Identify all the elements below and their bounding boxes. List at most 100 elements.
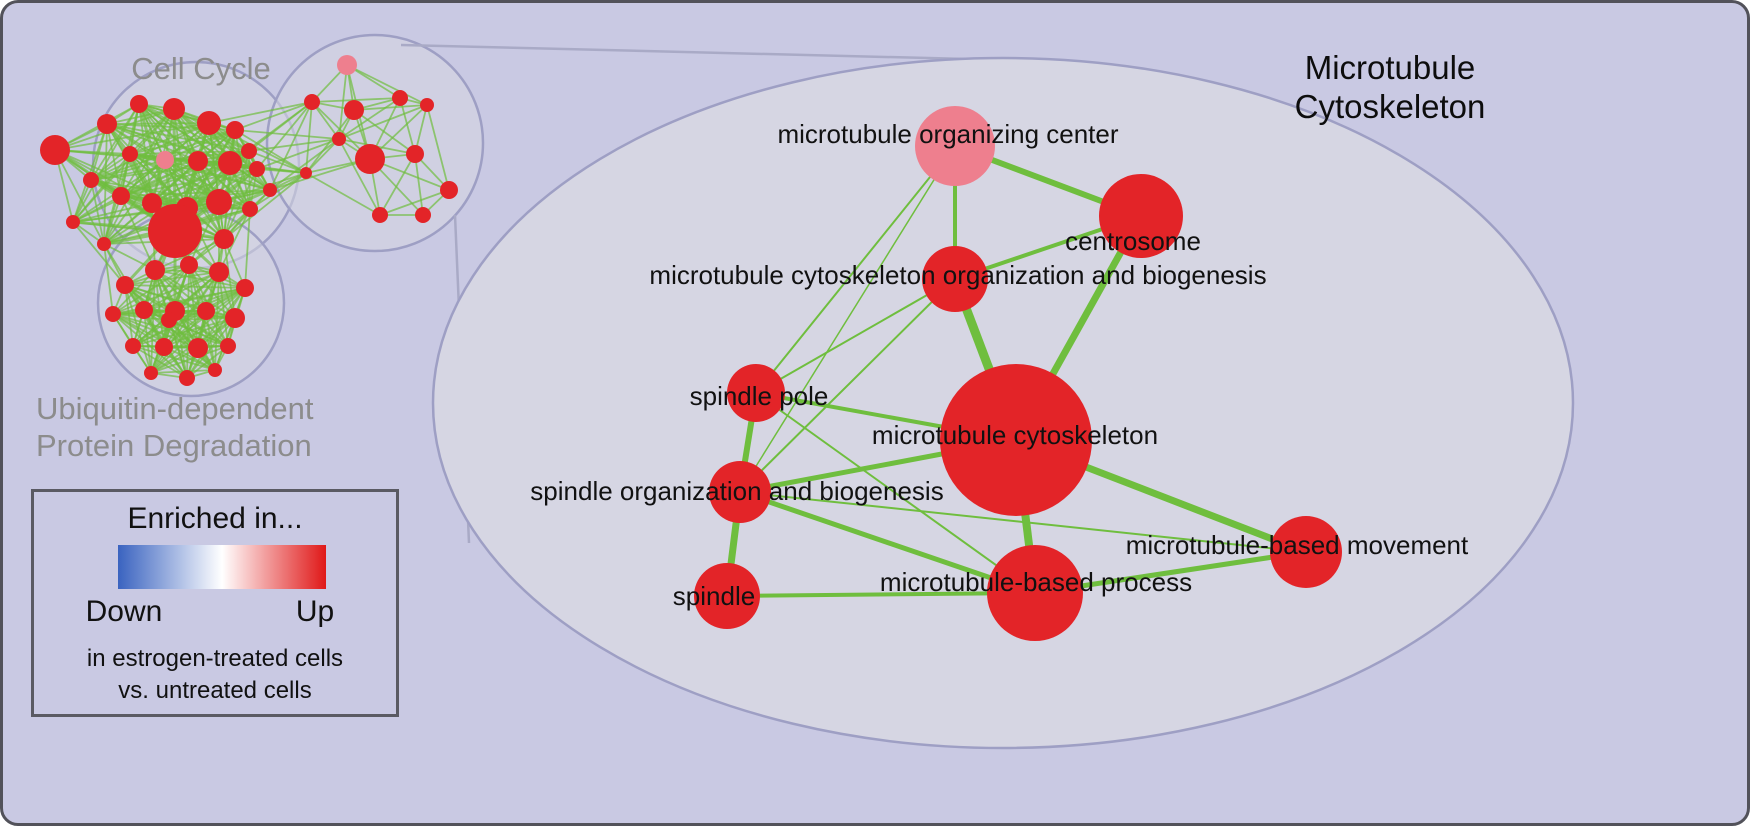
- overview-edge: [112, 313, 229, 347]
- node-spindle: [694, 563, 760, 629]
- overview-edge: [248, 138, 340, 152]
- overview-node: [197, 302, 215, 320]
- overview-edge: [143, 264, 190, 311]
- overview-node: [225, 308, 245, 328]
- microtubule-title-line2: Cytoskeleton: [1294, 88, 1486, 125]
- overview-edge: [208, 101, 313, 124]
- edge-spindle-mbp: [726, 591, 1036, 598]
- overview-edge: [168, 319, 229, 347]
- overview-node: [97, 114, 117, 134]
- overview-edge: [426, 104, 450, 191]
- network-svg: microtubule organizing centercentrosomem…: [40, 33, 1575, 750]
- overview-node: [236, 279, 254, 297]
- cell-cycle-cluster-label: Cell Cycle: [131, 51, 271, 86]
- overview-node: [226, 121, 244, 139]
- overview-edge: [90, 122, 210, 181]
- overview-edge: [218, 172, 307, 203]
- overview-node: [214, 229, 234, 249]
- overview-edge: [305, 101, 313, 174]
- overview-edge: [129, 129, 236, 155]
- edge-moc-spindle_pole: [755, 145, 956, 394]
- node-label-moc: microtubule organizing center: [777, 119, 1118, 149]
- edge-mcob-spindle_pole: [755, 278, 956, 394]
- overview-edge: [248, 101, 313, 152]
- overview-edge: [353, 109, 416, 155]
- overview-edge: [72, 202, 153, 223]
- overview-edge: [379, 153, 416, 216]
- legend-up-label: Up: [295, 595, 335, 628]
- overview-node: [40, 135, 70, 165]
- node-mbm: [1270, 516, 1342, 588]
- overview-edge: [305, 138, 340, 174]
- overview-node: [440, 181, 458, 199]
- ubiquitin-label-line1: Ubiquitin-dependent: [36, 391, 314, 426]
- overview-node: [372, 207, 388, 223]
- overview-node: [83, 172, 99, 188]
- overview-node: [220, 338, 236, 354]
- edge-moc-sob: [739, 145, 956, 493]
- overview-edge: [90, 108, 175, 181]
- overview-node: [130, 95, 148, 113]
- overview-edge: [353, 104, 428, 111]
- node-label-mbm: microtubule-based movement: [1126, 530, 1469, 560]
- overview-node: [156, 151, 174, 169]
- overview-edge: [174, 310, 188, 379]
- overview-node: [188, 151, 208, 171]
- overview-node: [209, 262, 229, 282]
- overview-node: [180, 256, 198, 274]
- overview-edge: [256, 138, 340, 170]
- node-mcob: [922, 246, 988, 312]
- overview-edge: [234, 101, 313, 131]
- overview-node: [263, 183, 277, 197]
- overview-edge: [112, 269, 156, 315]
- node-label-mbp: microtubule-based process: [880, 567, 1192, 597]
- overview-edge: [346, 64, 428, 106]
- overview-node: [155, 338, 173, 356]
- edge-spindle_pole-mbp: [755, 392, 1036, 594]
- node-spindle_pole: [727, 364, 785, 422]
- overview-edge: [414, 153, 424, 216]
- overview-node: [208, 363, 222, 377]
- overview-node: [249, 161, 265, 177]
- overview-edge: [151, 122, 210, 204]
- overview-node: [197, 111, 221, 135]
- node-mc: [940, 364, 1092, 516]
- overview-edge: [72, 103, 140, 223]
- node-centrosome: [1099, 174, 1183, 258]
- overview-edge: [103, 202, 153, 245]
- overview-edge: [132, 345, 188, 379]
- overview-edge: [90, 179, 105, 245]
- overview-edge: [218, 208, 251, 273]
- overview-node: [116, 276, 134, 294]
- overview-edge: [174, 287, 246, 312]
- overview-edge: [54, 149, 105, 245]
- zoom-connector-line: [400, 43, 1009, 62]
- overview-edge: [379, 189, 450, 216]
- edge-sob-mbp: [739, 489, 1036, 596]
- legend-box: Enriched in... Down Up in estrogen-treat…: [31, 489, 399, 717]
- legend-caption-line2: vs. untreated cells: [118, 677, 312, 704]
- overview-edge: [305, 109, 355, 174]
- node-moc: [915, 106, 995, 186]
- overview-node: [420, 98, 434, 112]
- overview-edge: [311, 97, 401, 103]
- node-label-mcob: microtubule cytoskeleton organization an…: [649, 260, 1266, 290]
- overview-edge: [151, 168, 258, 204]
- overview-edge: [72, 195, 122, 223]
- overview-edge: [205, 310, 216, 371]
- overview-edge: [132, 317, 236, 347]
- overview-edge: [72, 221, 126, 286]
- overview-edge: [90, 160, 199, 181]
- overview-edge: [168, 319, 188, 379]
- overview-edge: [249, 172, 307, 210]
- overview-edge: [234, 129, 340, 140]
- microtubule-cytoskeleton-title: Microtubule Cytoskeleton: [1265, 48, 1515, 126]
- overview-edge: [269, 138, 340, 191]
- overview-edge: [338, 138, 381, 216]
- microtubule-title-line1: Microtubule: [1304, 49, 1476, 86]
- overview-node: [148, 204, 202, 258]
- overview-edge: [218, 271, 229, 347]
- node-mbp: [987, 545, 1083, 641]
- overview-node: [188, 338, 208, 358]
